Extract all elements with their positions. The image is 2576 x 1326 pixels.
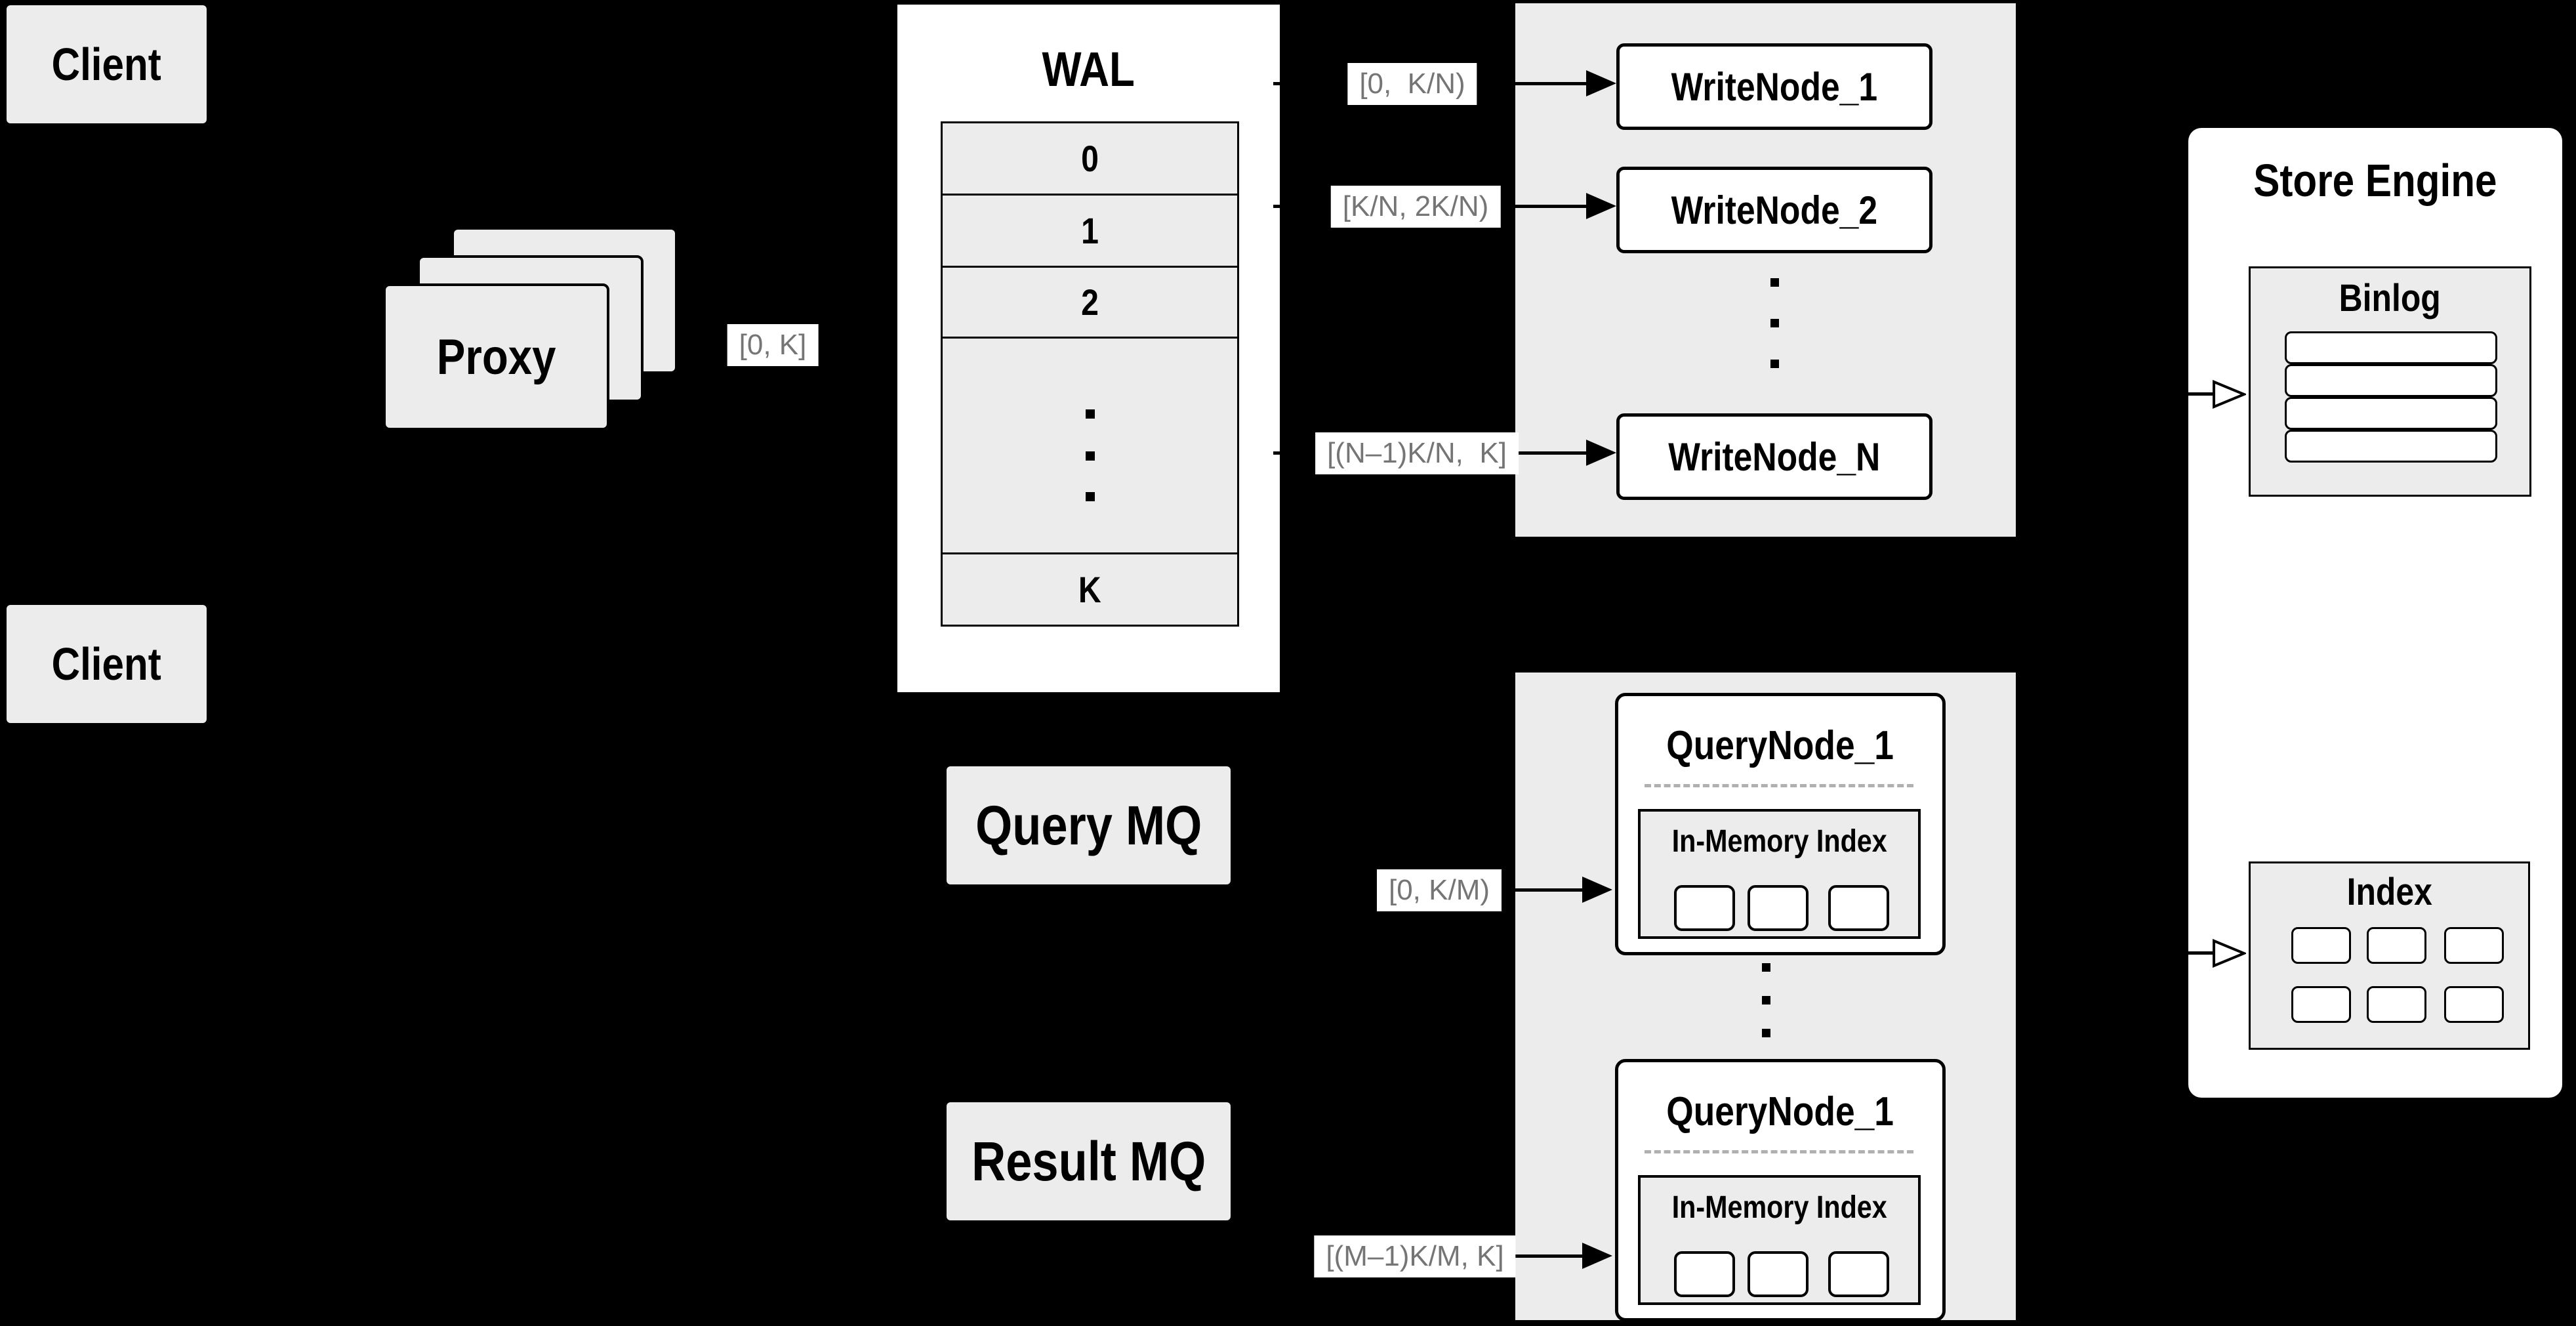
write-node-2: WriteNode_2 [1616, 167, 1932, 253]
range-label-querynode-1: [0, K/M) [1376, 869, 1502, 911]
segment-box [1674, 885, 1735, 931]
query-node-1: QueryNode_1 In-Memory Index [1615, 693, 1946, 955]
index-cell [2367, 927, 2426, 964]
ellipsis-dot [1085, 451, 1095, 461]
range-label-proxy: [0, K] [727, 324, 819, 366]
wal-row-0: 0 [943, 123, 1237, 196]
in-memory-index-2-label: In-Memory Index [1671, 1190, 1887, 1225]
binlog-title-wrap: Binlog [2251, 275, 2529, 321]
query-mq-label: Query MQ [975, 794, 1202, 856]
store-engine-box: Store Engine Binlog Index [2188, 128, 2562, 1098]
index-title: Index [2346, 870, 2432, 913]
client-bottom-label: Client [51, 638, 162, 690]
ellipsis-dot [1085, 492, 1095, 501]
wal-row-ellipsis [943, 339, 1237, 554]
write-node-1: WriteNode_1 [1616, 43, 1932, 130]
wal-partition-table: 0 1 2 K [941, 121, 1239, 627]
query-node-2-title-wrap: QueryNode_1 [1618, 1082, 1942, 1141]
arrow-right-icon [1586, 193, 1616, 219]
arrow-line-to-binlog [2156, 392, 2213, 396]
binlog-row [2285, 364, 2497, 397]
write-node-n-label: WriteNode_N [1668, 434, 1881, 479]
segment-box [1828, 885, 1889, 931]
binlog-row [2285, 331, 2497, 364]
range-label-writenode-1: [0, K/N) [1347, 63, 1477, 105]
range-label-writenode-n: [(N–1)K/N, K] [1315, 432, 1519, 474]
divider-dashed [1645, 1150, 1913, 1153]
in-memory-index-1: In-Memory Index [1638, 809, 1921, 939]
ellipsis-dot [1762, 1029, 1770, 1037]
result-mq-box: Result MQ [947, 1102, 1231, 1220]
ellipsis-dot [1085, 409, 1095, 419]
index-cell [2367, 986, 2426, 1023]
segment-box [1674, 1251, 1735, 1297]
ellipsis-dot [1770, 360, 1779, 368]
client-top-label: Client [51, 39, 162, 90]
wal-title: WAL [1042, 41, 1135, 96]
wal-row-1-label: 1 [1081, 210, 1099, 251]
segment-box [1828, 1251, 1889, 1297]
in-memory-index-2: In-Memory Index [1638, 1175, 1921, 1305]
index-title-wrap: Index [2251, 869, 2528, 915]
in-memory-index-2-title-wrap: In-Memory Index [1641, 1184, 1918, 1230]
proxy-label: Proxy [436, 329, 556, 385]
wal-title-wrap: WAL [897, 36, 1280, 102]
store-engine-title-wrap: Store Engine [2188, 151, 2562, 210]
range-label-querynode-2: [(M–1)K/M, K] [1314, 1235, 1516, 1277]
write-node-1-label: WriteNode_1 [1671, 64, 1878, 109]
arrow-right-icon [1582, 877, 1612, 903]
arrow-line-to-index [2156, 951, 2213, 955]
arrow-right-icon [1586, 440, 1616, 466]
query-node-2: QueryNode_1 In-Memory Index [1615, 1059, 1946, 1321]
query-mq-box: Query MQ [947, 766, 1231, 884]
write-node-2-label: WriteNode_2 [1671, 188, 1878, 232]
index-cell [2444, 986, 2504, 1023]
client-box-bottom: Client [7, 605, 207, 723]
index-cell [2444, 927, 2504, 964]
range-label-writenode-2: [K/N, 2K/N) [1330, 186, 1501, 228]
binlog-row [2285, 397, 2497, 430]
in-memory-index-1-label: In-Memory Index [1671, 823, 1887, 859]
wal-row-0-label: 0 [1081, 138, 1099, 179]
ellipsis-dot [1762, 996, 1770, 1005]
index-box: Index [2249, 861, 2530, 1050]
wal-row-k-label: K [1078, 569, 1101, 610]
wal-row-k: K [943, 554, 1237, 625]
ellipsis-dot [1770, 278, 1779, 287]
write-node-n: WriteNode_N [1616, 413, 1932, 500]
hollow-arrow-right-icon [2213, 380, 2246, 409]
hollow-arrow-right-icon [2213, 939, 2246, 968]
segment-box [1748, 885, 1809, 931]
wal-box: WAL 0 1 2 K [897, 5, 1280, 692]
ellipsis-dot [1770, 319, 1779, 327]
index-cell [2291, 927, 2351, 964]
query-node-1-label: QueryNode_1 [1666, 722, 1894, 768]
index-cell [2291, 986, 2351, 1023]
wal-row-2-label: 2 [1081, 281, 1099, 323]
store-engine-title: Store Engine [2253, 155, 2497, 206]
wal-row-2: 2 [943, 268, 1237, 339]
binlog-title: Binlog [2339, 276, 2442, 320]
result-mq-label: Result MQ [971, 1130, 1206, 1192]
proxy-box: Proxy [383, 283, 609, 430]
divider-dashed [1645, 784, 1913, 787]
segment-box [1748, 1251, 1809, 1297]
query-node-2-label: QueryNode_1 [1666, 1088, 1894, 1134]
binlog-box: Binlog [2249, 266, 2531, 497]
arrow-right-icon [1582, 1243, 1612, 1269]
binlog-row [2285, 430, 2497, 463]
ellipsis-dot [1762, 963, 1770, 972]
in-memory-index-1-title-wrap: In-Memory Index [1641, 818, 1918, 864]
arrow-right-icon [1586, 70, 1616, 96]
client-box-top: Client [7, 5, 207, 123]
wal-row-1: 1 [943, 196, 1237, 268]
query-node-1-title-wrap: QueryNode_1 [1618, 716, 1942, 775]
